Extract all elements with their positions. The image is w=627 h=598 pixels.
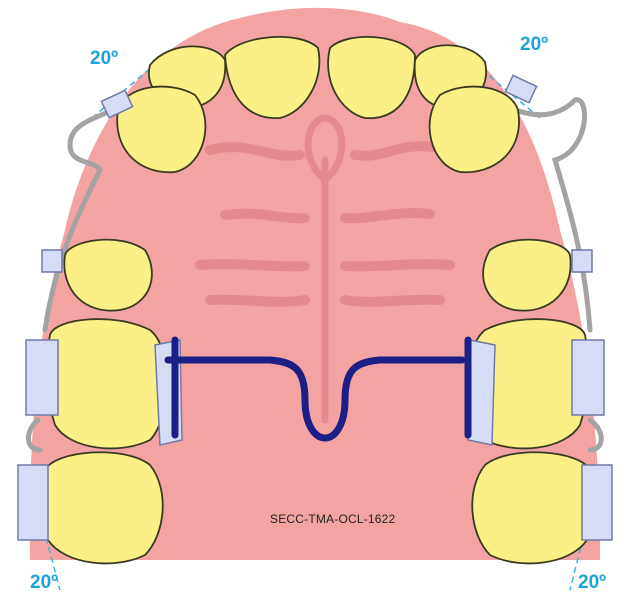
band-lower-left xyxy=(18,465,48,540)
band-lower-right xyxy=(582,465,612,540)
reference-code: SECC-TMA-OCL-1622 xyxy=(270,512,395,526)
tooth-upper-left-second-molar xyxy=(40,452,163,563)
angle-label-bottom-left: 20º xyxy=(30,572,58,594)
angle-label-top-left: 20º xyxy=(90,48,118,70)
angle-label-bottom-right: 20º xyxy=(578,572,606,594)
lingual-attachment-right xyxy=(468,340,495,445)
angle-label-top-right: 20º xyxy=(520,34,548,56)
bracket-left-premolar xyxy=(42,250,62,272)
band-upper-right-molar xyxy=(572,340,604,415)
tooth-upper-right-second-molar xyxy=(472,452,595,563)
band-upper-left-molar xyxy=(26,340,58,415)
tooth-upper-left-first-molar xyxy=(47,319,167,448)
bracket-right-premolar xyxy=(572,250,592,272)
